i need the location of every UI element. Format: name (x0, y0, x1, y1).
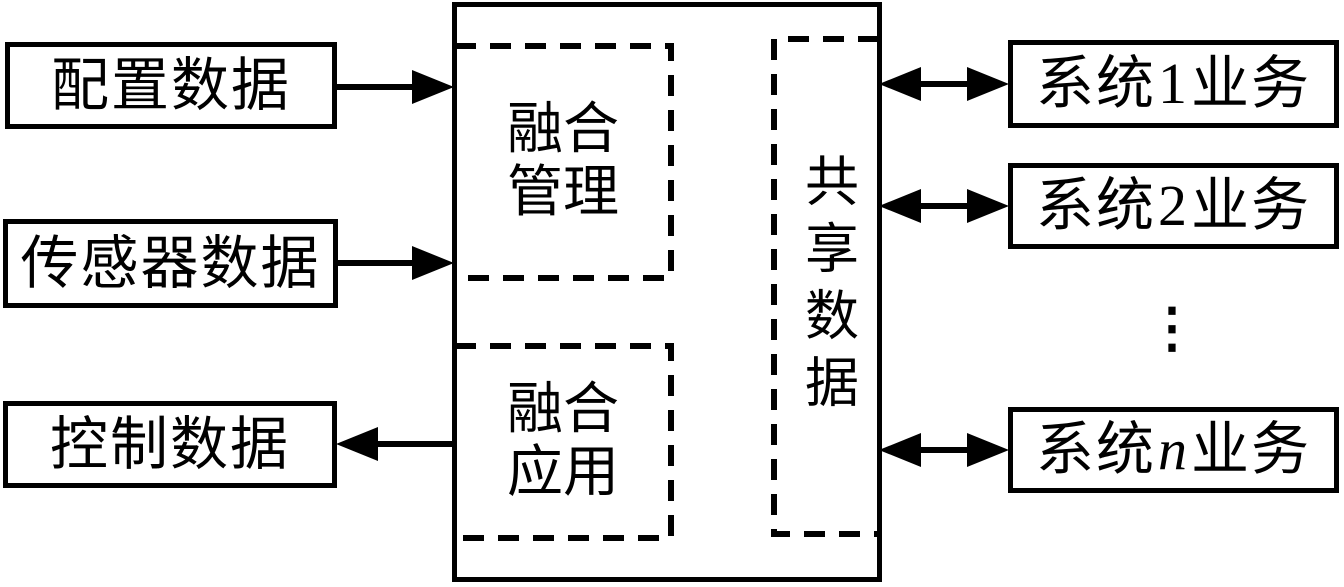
fusion-application-region: 融合应用 (458, 350, 668, 534)
arrow-shared-systemn (879, 433, 1009, 467)
system-1-box: 系统1业务 (1008, 40, 1339, 128)
system-n-id: n (1158, 417, 1189, 482)
arrow-center-to-control (336, 427, 453, 461)
fusion-application-label: 融合应用 (507, 379, 619, 504)
system-2-id: 2 (1158, 173, 1189, 238)
shared-data-label: 共享数据 (796, 152, 857, 421)
system-1-suffix: 业务 (1191, 51, 1312, 116)
control-data-box: 控制数据 (3, 401, 337, 488)
system-2-label: 系统2业务 (1036, 177, 1311, 235)
sensor-data-box: 传感器数据 (3, 219, 338, 308)
system-n-label: 系统n业务 (1036, 421, 1311, 479)
system-1-id: 1 (1158, 51, 1189, 116)
config-data-box: 配置数据 (5, 42, 337, 129)
system-1-label: 系统1业务 (1036, 55, 1311, 113)
system-n-prefix: 系统 (1035, 417, 1156, 482)
arrow-shared-system2 (879, 189, 1009, 223)
fusion-management-region: 融合管理 (458, 50, 668, 274)
systems-ellipsis: ⋮ (1145, 298, 1199, 358)
system-1-prefix: 系统 (1035, 51, 1156, 116)
arrow-shared-system1 (879, 67, 1009, 101)
arrow-config-to-center (337, 70, 454, 104)
shared-data-region: 共享数据 (774, 39, 879, 534)
arrow-sensor-to-center (338, 246, 454, 280)
sensor-data-label: 传感器数据 (20, 230, 321, 296)
system-n-box: 系统n业务 (1008, 407, 1339, 493)
config-data-label: 配置数据 (50, 52, 291, 118)
system-2-suffix: 业务 (1191, 173, 1312, 238)
system-2-prefix: 系统 (1035, 173, 1156, 238)
fusion-management-label: 融合管理 (507, 99, 619, 224)
system-2-box: 系统2业务 (1008, 163, 1339, 249)
control-data-label: 控制数据 (49, 411, 290, 477)
system-n-suffix: 业务 (1191, 417, 1312, 482)
